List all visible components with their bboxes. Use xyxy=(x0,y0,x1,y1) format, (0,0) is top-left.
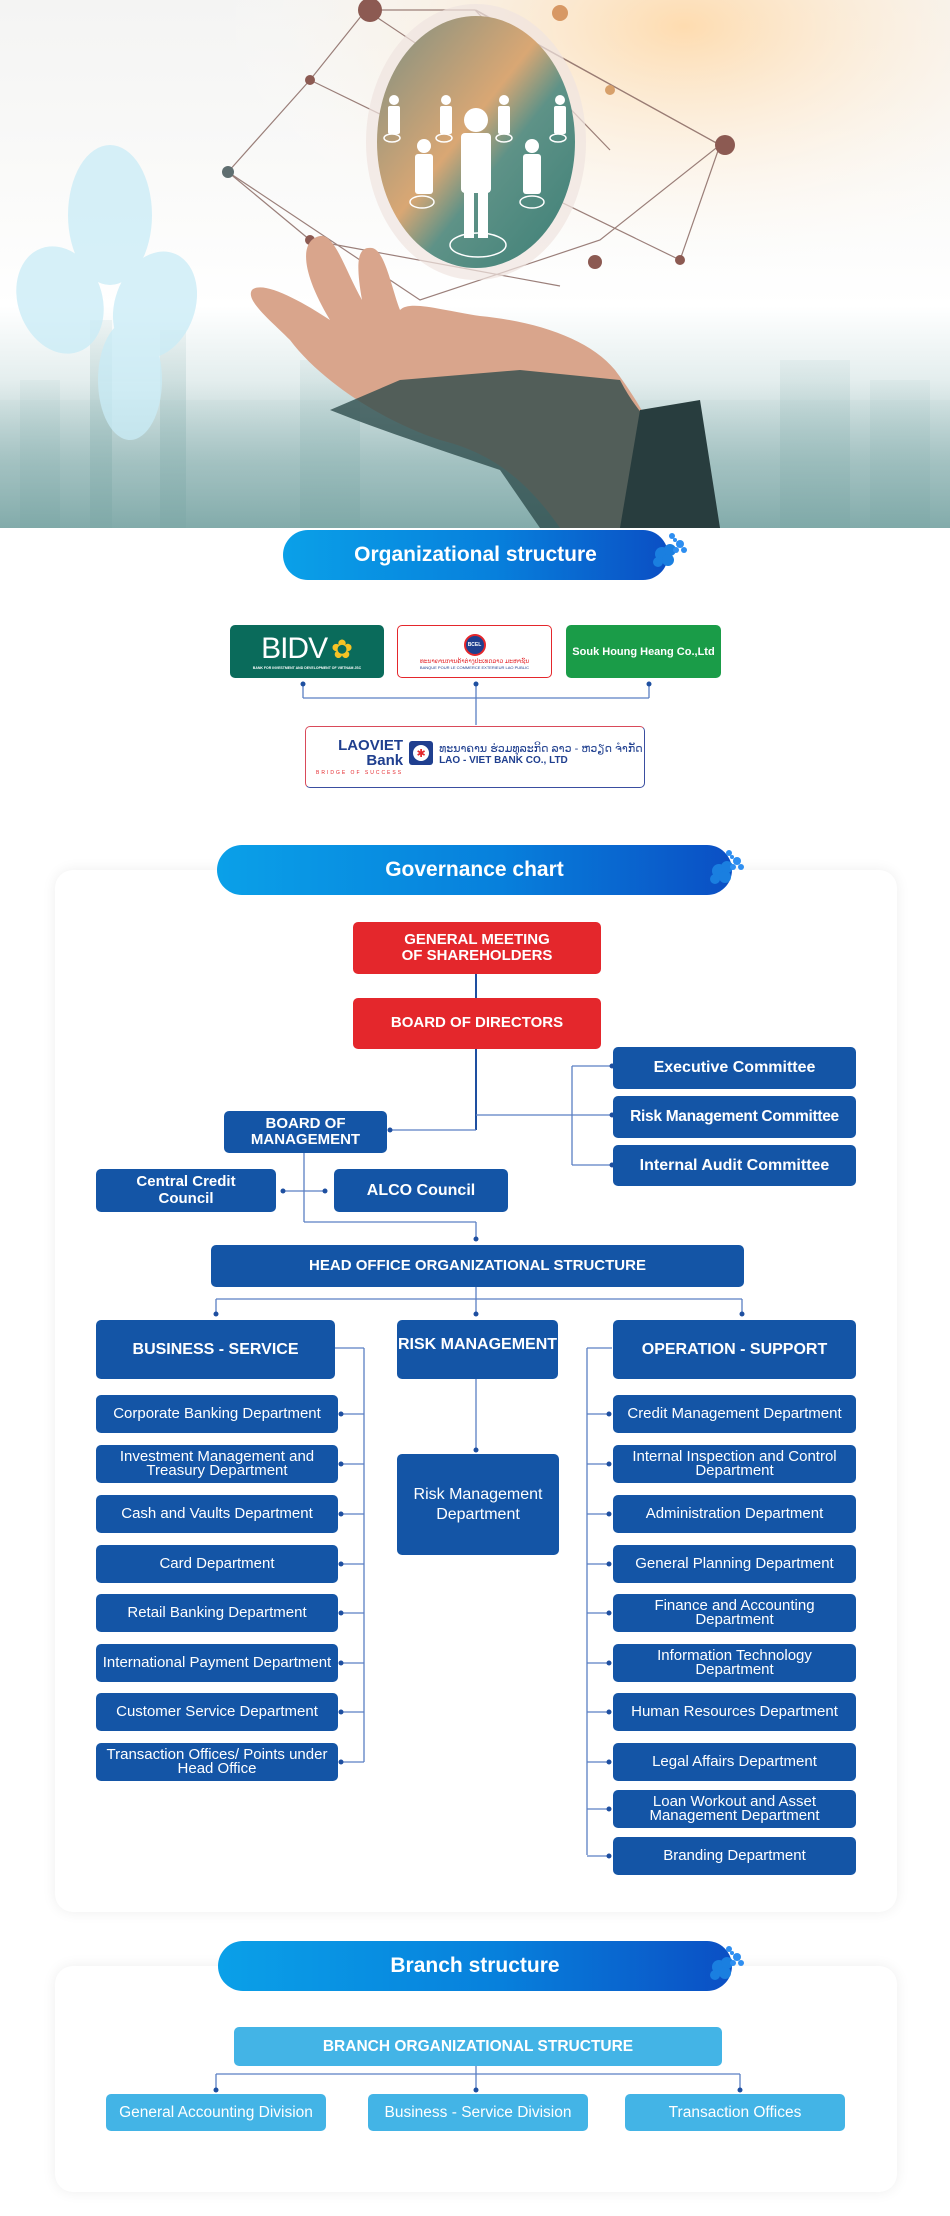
operation-department: Finance and Accounting Department xyxy=(613,1594,856,1632)
department-label: Branding Department xyxy=(663,1846,806,1864)
bidv-subtitle: BANK FOR INVESTMENT AND DEVELOPMENT OF V… xyxy=(252,665,362,670)
flower-icon xyxy=(710,1946,744,1980)
shareholder-logo-souk-houng-heang: Souk Houng Heang Co.,Ltd xyxy=(566,625,721,678)
risk-management-department: Risk Management Department xyxy=(397,1454,559,1555)
risk-management-block: RISK MANAGEMENT xyxy=(397,1320,558,1379)
bidv-logo-text: BIDV xyxy=(261,631,328,665)
section-title-organizational-structure: Organizational structure xyxy=(283,530,668,580)
shareholder-logo-bidv: BIDV ✿ BANK FOR INVESTMENT AND DEVELOPME… xyxy=(230,625,384,678)
souk-houng-heang-name: Souk Houng Heang Co.,Ltd xyxy=(572,645,715,658)
transaction-offices: Transaction Offices xyxy=(625,2094,845,2131)
section-title-branch-structure: Branch structure xyxy=(218,1941,732,1991)
operation-support-block: OPERATION - SUPPORT xyxy=(613,1320,856,1379)
department-label: Customer Service Department xyxy=(116,1702,318,1720)
department-label: Human Resources Department xyxy=(631,1702,838,1720)
business-department: Investment Management and Treasury Depar… xyxy=(96,1445,338,1483)
executive-committee: Executive Committee xyxy=(613,1047,856,1089)
central-credit-council: Central Credit Council xyxy=(96,1169,276,1212)
department-label: Information Technology Department xyxy=(657,1646,812,1678)
hero-banner xyxy=(0,0,950,528)
flower-icon xyxy=(653,533,687,567)
general-accounting-division: General Accounting Division xyxy=(106,2094,326,2131)
laoviet-tagline: BRIDGE OF SUCCESS xyxy=(316,770,404,776)
department-label: Credit Management Department xyxy=(627,1404,842,1422)
department-label: Retail Banking Department xyxy=(127,1603,307,1621)
department-label: Finance and Accounting Department xyxy=(654,1596,815,1628)
business-department: Corporate Banking Department xyxy=(96,1395,338,1433)
board-of-management: BOARD OF MANAGEMENT xyxy=(224,1111,387,1153)
business-department: Cash and Vaults Department xyxy=(96,1495,338,1533)
branch-organizational-structure: BRANCH ORGANIZATIONAL STRUCTURE xyxy=(234,2027,722,2066)
laoviet-bank-logo: LAOVIET Bank BRIDGE OF SUCCESS ✱ ທະນາຄານ… xyxy=(305,726,645,788)
city-skyline xyxy=(0,320,950,528)
branch-card xyxy=(55,1966,897,2192)
business-department: Card Department xyxy=(96,1545,338,1583)
operation-department: Credit Management Department xyxy=(613,1395,856,1433)
board-of-directors: BOARD OF DIRECTORS xyxy=(353,998,601,1049)
business-department: International Payment Department xyxy=(96,1644,338,1682)
people-figures xyxy=(388,95,566,238)
operation-department: Information Technology Department xyxy=(613,1644,856,1682)
shareholder-logo-bcel: BCEL ທະນາຄານການຄ້າຕ່າງປະເທດລາວ ມະຫາຊົນ B… xyxy=(397,625,552,678)
department-label: International Payment Department xyxy=(102,1653,332,1671)
laoviet-brand-line1: LAOVIET xyxy=(338,737,404,754)
flower-decoration xyxy=(16,145,198,440)
laoviet-emblem-icon: ✱ xyxy=(409,741,434,765)
department-label: Corporate Banking Department xyxy=(113,1404,321,1422)
section-title-text: Organizational structure xyxy=(354,543,597,566)
bcel-logo-text: BCEL xyxy=(467,641,482,648)
laoviet-lao-name: ທະນາຄານ ຮ່ວມທຸລະກິດ ລາວ - ຫວຽດ ຈຳກັດ xyxy=(439,743,643,755)
laoviet-brand-line2: Bank xyxy=(366,752,404,769)
business-department: Customer Service Department xyxy=(96,1693,338,1731)
business-service-block: BUSINESS - SERVICE xyxy=(96,1320,335,1379)
hand-illustration xyxy=(250,235,720,528)
section-title-governance-chart: Governance chart xyxy=(217,845,732,895)
risk-management-committee: Risk Management Committee xyxy=(613,1096,856,1138)
bidv-star-icon: ✿ xyxy=(331,633,353,664)
department-label: General Planning Department xyxy=(635,1554,834,1572)
alco-council: ALCO Council xyxy=(334,1169,508,1212)
bcel-lao-name: ທະນາຄານການຄ້າຕ່າງປະເທດລາວ ມະຫາຊົນ xyxy=(419,658,530,665)
bcel-subtitle: BANQUE POUR LE COMMERCE EXTERIEUR LAO PU… xyxy=(419,664,530,670)
operation-department: Loan Workout and Asset Management Depart… xyxy=(613,1790,856,1828)
internal-audit-committee: Internal Audit Committee xyxy=(613,1145,856,1186)
flower-icon xyxy=(710,850,744,884)
operation-department: Human Resources Department xyxy=(613,1693,856,1731)
department-label: Cash and Vaults Department xyxy=(121,1504,313,1522)
department-label: Administration Department xyxy=(645,1504,824,1522)
operation-department: Administration Department xyxy=(613,1495,856,1533)
operation-department: Internal Inspection and Control Departme… xyxy=(613,1445,856,1483)
general-meeting-of-shareholders: GENERAL MEETING OF SHAREHOLDERS xyxy=(353,922,601,974)
section-title-text: Branch structure xyxy=(390,1954,560,1977)
operation-department: Branding Department xyxy=(613,1837,856,1875)
department-label: Internal Inspection and Control Departme… xyxy=(632,1447,837,1479)
business-service-division: Business - Service Division xyxy=(368,2094,588,2131)
operation-department: Legal Affairs Department xyxy=(613,1743,856,1781)
section-title-text: Governance chart xyxy=(385,858,564,881)
laoviet-english-name: LAO - VIET BANK CO., LTD xyxy=(439,755,568,766)
department-label: Transaction Offices/ Points under Head O… xyxy=(106,1745,328,1777)
business-department: Transaction Offices/ Points under Head O… xyxy=(96,1743,338,1781)
bcel-emblem-icon: BCEL xyxy=(463,633,486,656)
head-office-organizational-structure: HEAD OFFICE ORGANIZATIONAL STRUCTURE xyxy=(211,1245,744,1287)
operation-department: General Planning Department xyxy=(613,1545,856,1583)
department-label: Investment Management and Treasury Depar… xyxy=(119,1447,315,1479)
department-label: Loan Workout and Asset Management Depart… xyxy=(649,1792,820,1824)
hero-illustration xyxy=(0,0,950,528)
department-label: Card Department xyxy=(159,1554,275,1572)
department-label: Legal Affairs Department xyxy=(652,1752,817,1770)
business-department: Retail Banking Department xyxy=(96,1594,338,1632)
